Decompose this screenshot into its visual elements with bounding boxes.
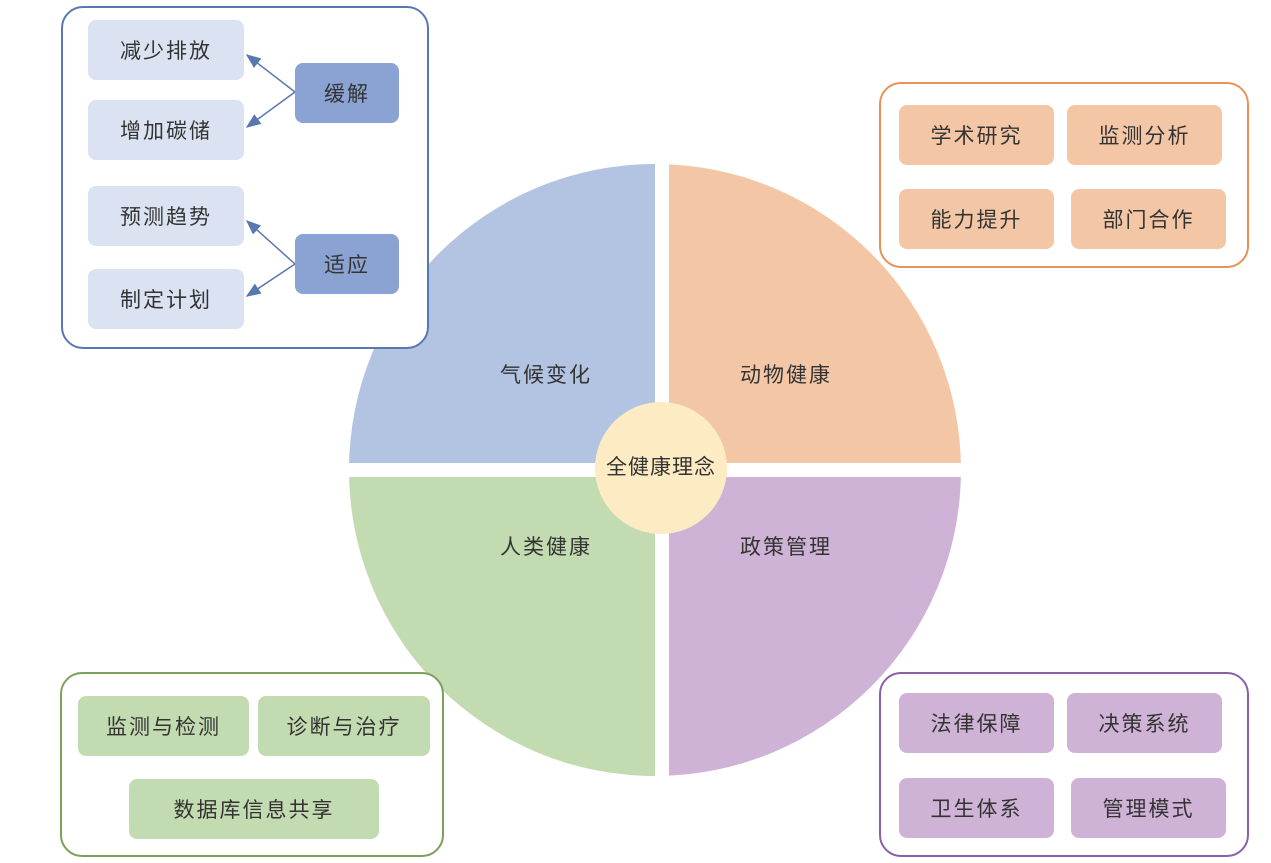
quadrant-animal-health xyxy=(655,164,961,470)
policy-item-1: 法律保障 xyxy=(899,693,1054,753)
policy-item-2: 决策系统 xyxy=(1067,693,1222,753)
quadrant-label-animal: 动物健康 xyxy=(740,363,832,387)
human-item-3: 数据库信息共享 xyxy=(129,779,379,839)
animal-item-4: 部门合作 xyxy=(1071,189,1226,249)
climate-item-reduce-emissions: 减少排放 xyxy=(88,20,244,80)
climate-item-make-plan: 制定计划 xyxy=(88,269,244,329)
climate-group-adaptation: 适应 xyxy=(295,234,399,294)
center-circle xyxy=(595,402,727,534)
quadrant-label-human: 人类健康 xyxy=(500,535,592,559)
arrow-adaptation-plan xyxy=(245,263,296,297)
quadrant-policy-management xyxy=(655,470,961,776)
climate-item-predict-trends: 预测趋势 xyxy=(88,186,244,246)
animal-item-2: 监测分析 xyxy=(1067,105,1222,165)
animal-item-1: 学术研究 xyxy=(899,105,1054,165)
quadrant-climate-change xyxy=(349,164,655,470)
center-label: 全健康理念 xyxy=(606,455,716,479)
quadrant-label-policy: 政策管理 xyxy=(740,535,832,559)
arrow-adaptation-predict xyxy=(245,219,296,265)
arrow-mitigation-reduce xyxy=(245,54,296,93)
arrow-mitigation-storage xyxy=(245,91,296,128)
quadrant-human-health xyxy=(349,470,655,776)
human-item-1: 监测与检测 xyxy=(78,696,249,756)
animal-item-3: 能力提升 xyxy=(899,189,1054,249)
quadrant-label-climate: 气候变化 xyxy=(500,363,592,387)
policy-item-4: 管理模式 xyxy=(1071,778,1226,838)
climate-group-mitigation: 缓解 xyxy=(295,63,399,123)
policy-item-3: 卫生体系 xyxy=(899,778,1054,838)
climate-item-increase-carbon: 增加碳储 xyxy=(88,100,244,160)
human-item-2: 诊断与治疗 xyxy=(258,696,430,756)
